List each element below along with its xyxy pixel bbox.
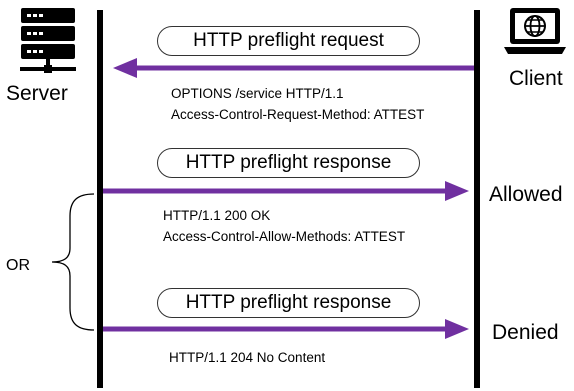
response-denied-arrow <box>103 319 469 339</box>
response-allowed-arrow <box>103 181 469 201</box>
preflight-response-denied-label: HTTP preflight response <box>157 288 420 318</box>
globe-laptop-icon <box>504 8 566 54</box>
server-label: Server <box>6 82 68 105</box>
preflight-request-label: HTTP preflight request <box>157 26 420 56</box>
client-lifeline <box>474 10 480 388</box>
server-rack-icon <box>20 8 76 73</box>
response-status-line: HTTP/1.1 200 OK <box>163 208 271 223</box>
request-arrow <box>113 58 474 78</box>
client-label: Client <box>509 67 563 90</box>
or-label: OR <box>6 257 30 274</box>
request-line: OPTIONS /service HTTP/1.1 <box>171 86 344 101</box>
denied-label: Denied <box>492 321 559 344</box>
request-header-line: Access-Control-Request-Method: ATTEST <box>171 107 425 122</box>
or-brace <box>51 193 95 331</box>
response-status-line: HTTP/1.1 204 No Content <box>169 350 326 365</box>
allowed-label: Allowed <box>489 183 563 206</box>
server-lifeline <box>97 10 103 388</box>
preflight-response-allowed-label: HTTP preflight response <box>157 148 420 178</box>
response-header-line: Access-Control-Allow-Methods: ATTEST <box>163 229 406 244</box>
